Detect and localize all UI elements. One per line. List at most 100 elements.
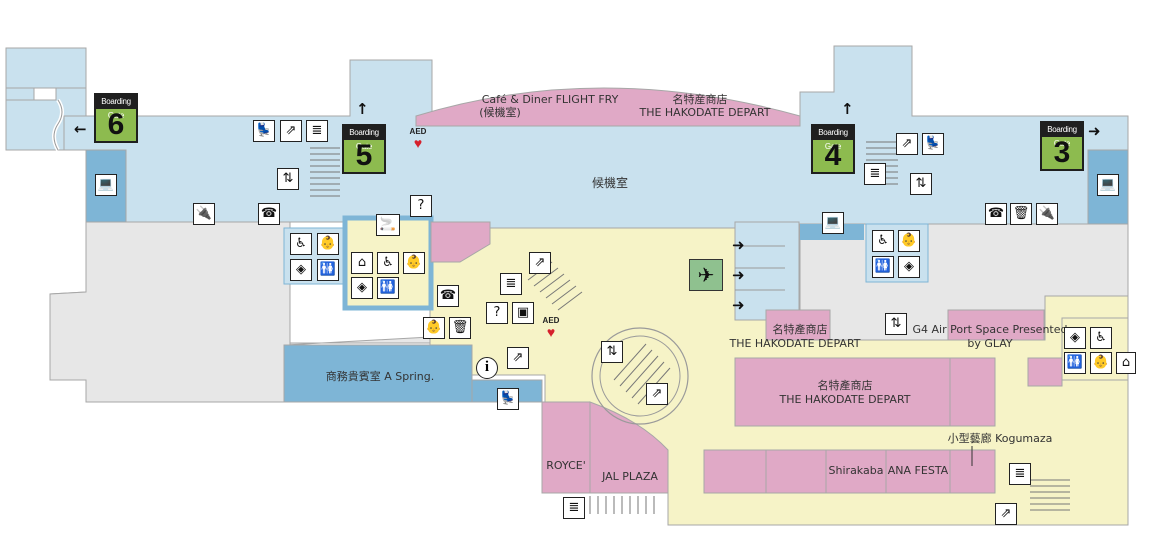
gate6-pier-top (5, 47, 87, 89)
vending-icon[interactable]: ▣ (512, 302, 534, 324)
ana-festa-label: ANA FESTA (887, 464, 949, 477)
diaper-icon[interactable]: ◈ (1064, 327, 1086, 349)
shop-big-annex (949, 357, 996, 427)
shop-mid-sub-label: THE HAKODATE DEPART (729, 337, 861, 350)
cafe-sub-label: (候機室) (479, 106, 521, 119)
stairs-bottom-right (1030, 479, 1070, 511)
waiting-room-area (63, 45, 1129, 241)
gate-6-caption: Boarding Gate (96, 95, 136, 120)
baby-care-icon[interactable]: 👶 (403, 252, 425, 274)
restroom-icon[interactable]: 🚻 (377, 277, 399, 299)
phone-icon[interactable]: ☎ (437, 285, 459, 307)
massage-chair-icon[interactable]: 💺 (922, 133, 944, 155)
wheelchair-icon[interactable]: ♿ (377, 252, 399, 274)
pink-corner-shop (430, 221, 491, 263)
information-icon[interactable]: i (476, 357, 498, 379)
shop-row-2 (765, 449, 827, 494)
jal-plaza-label: JAL PLAZA (602, 470, 658, 483)
arrow-left-icon: ← (74, 120, 87, 138)
shop-top-label: 名特産商店 (672, 93, 728, 106)
trash-icon[interactable]: 🗑 (1010, 203, 1032, 225)
restroom-icon[interactable]: 🚻 (317, 259, 339, 281)
g4-space-label: G4 Air Port Space Presented (912, 323, 1068, 336)
computer-icon[interactable]: 💻 (95, 174, 117, 196)
gate-4-number: 4 (824, 139, 842, 172)
stairs-icon[interactable]: ≣ (306, 120, 328, 142)
gate-3-caption: Boarding Gate (1042, 123, 1082, 148)
shop-top-sub-label: THE HAKODATE DEPART (639, 106, 771, 119)
smoking-icon[interactable]: 🚬 (376, 214, 400, 236)
baby-care-icon[interactable]: 👶 (1090, 352, 1112, 374)
boarding-gate-3[interactable]: Boarding Gate 3 (1040, 121, 1084, 171)
stairs-icon[interactable]: ≣ (1009, 463, 1031, 485)
restroom-icon[interactable]: 🚻 (872, 256, 894, 278)
shop-mid-area (765, 309, 831, 341)
restroom-icon[interactable]: 🚻 (1064, 352, 1086, 374)
stairs-icon[interactable]: ≣ (864, 163, 886, 185)
escalator-icon[interactable]: ⇗ (529, 252, 551, 274)
gate-5-caption: Boarding Gate (344, 126, 384, 151)
gate-5-number: 5 (355, 139, 373, 172)
kogumaza-label: 小型藝廊 Kogumaza (947, 432, 1053, 445)
power-outlet-icon[interactable]: 🔌 (193, 203, 215, 225)
shop-big-label: 名特產商店 (817, 379, 873, 392)
aed-icon[interactable]: AED ♥ (405, 127, 431, 151)
shop-row-1 (703, 449, 767, 494)
aed-label: AED (409, 127, 427, 136)
gate-3-number: 3 (1053, 136, 1071, 169)
shirakaba-label: Shirakaba (828, 464, 884, 477)
massage-chair-icon[interactable]: 💺 (497, 388, 519, 410)
wheelchair-icon[interactable]: ♿ (290, 233, 312, 255)
escalator-icon[interactable]: ⇗ (646, 383, 668, 405)
boarding-gate-6[interactable]: Boarding Gate 6 (94, 93, 138, 143)
baby-care-icon[interactable]: 👶 (423, 317, 445, 339)
phone-icon[interactable]: ☎ (258, 203, 280, 225)
aed-label: AED (542, 316, 560, 325)
arrow-up-icon: ↑ (356, 100, 369, 118)
baby-care-icon[interactable]: 👶 (317, 233, 339, 255)
escalator-icon[interactable]: ⇗ (896, 133, 918, 155)
diaper-icon[interactable]: ◈ (898, 256, 920, 278)
arrow-up-icon: ↑ (841, 100, 854, 118)
boarding-gate-4[interactable]: Boarding Gate 4 (811, 124, 855, 174)
stairs-gate5 (310, 147, 340, 197)
gate-6-number: 6 (107, 108, 125, 141)
power-outlet-icon[interactable]: 🔌 (1036, 203, 1058, 225)
info-desk-icon[interactable]: ? (486, 302, 508, 324)
escalator-icon[interactable]: ⇗ (995, 503, 1017, 525)
escalator-icon[interactable]: ⇗ (280, 120, 302, 142)
gate-4-caption: Boarding Gate (813, 126, 853, 151)
elevator-icon[interactable]: ⇅ (277, 168, 299, 190)
business-lounge-area (283, 344, 473, 403)
diaper-icon[interactable]: ◈ (290, 259, 312, 281)
shop-mid-label: 名特產商店 (772, 323, 828, 336)
trash-icon[interactable]: 🗑 (449, 317, 471, 339)
boarding-gate-5[interactable]: Boarding Gate 5 (342, 124, 386, 174)
baby-care-icon[interactable]: 👶 (898, 230, 920, 252)
arrow-right-icon: ➜ (732, 296, 745, 314)
waiting-room-label: 候機室 (591, 176, 628, 190)
stairs-icon[interactable]: ≣ (563, 497, 585, 519)
elevator-icon[interactable]: ⇅ (601, 341, 623, 363)
stairs-bottom-left (589, 496, 655, 514)
wheelchair-icon[interactable]: ♿ (1090, 327, 1112, 349)
elevator-icon[interactable]: ⇅ (910, 173, 932, 195)
info-desk-icon[interactable]: ? (410, 195, 432, 217)
computer-icon[interactable]: 💻 (1097, 174, 1119, 196)
wheelchair-icon[interactable]: ♿ (872, 230, 894, 252)
prayer-icon[interactable]: ⌂ (351, 252, 373, 274)
diaper-icon[interactable]: ◈ (351, 277, 373, 299)
aed-icon[interactable]: AED ♥ (538, 316, 564, 340)
phone-icon[interactable]: ☎ (985, 203, 1007, 225)
departure-airplane-icon: ✈ (689, 259, 723, 291)
stairs-icon[interactable]: ≣ (500, 273, 522, 295)
elevator-icon[interactable]: ⇅ (885, 313, 907, 335)
arrow-right-icon: ➜ (732, 266, 745, 284)
computer-icon[interactable]: 💻 (822, 212, 844, 234)
aed-heart-icon: ♥ (546, 324, 556, 340)
prayer-icon[interactable]: ⌂ (1116, 352, 1136, 374)
escalator-icon[interactable]: ⇗ (507, 347, 529, 369)
royce-label: ROYCE' (546, 459, 586, 472)
massage-chair-icon[interactable]: 💺 (253, 120, 275, 142)
